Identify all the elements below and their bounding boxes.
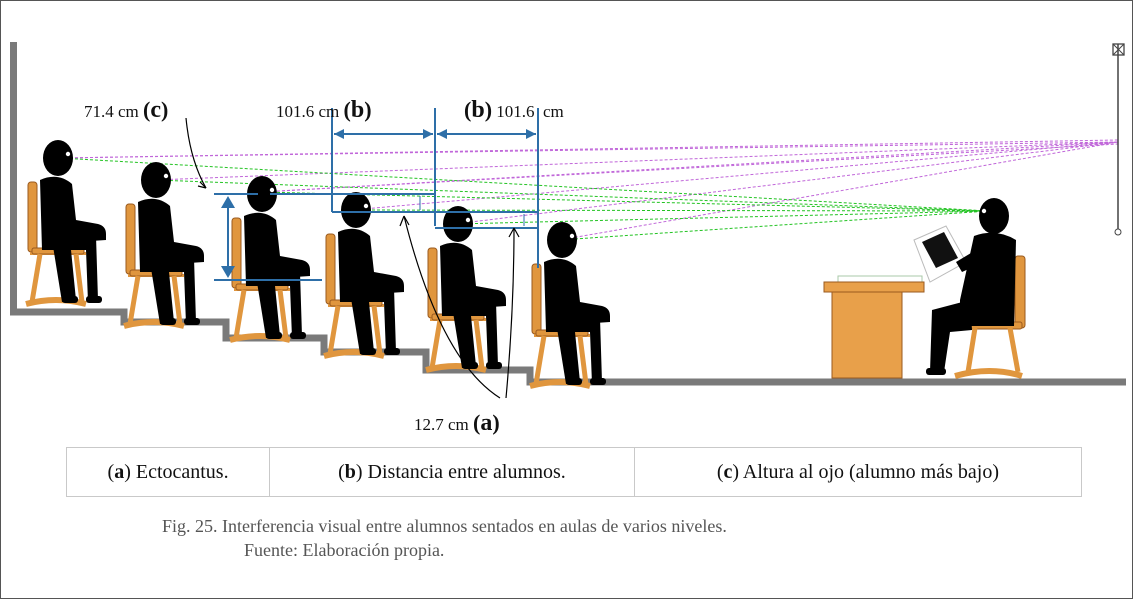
stepped-floor: [10, 308, 1126, 386]
student-row-5: [426, 206, 506, 370]
label-a-letter: a: [480, 410, 492, 436]
student-row-2: [124, 162, 204, 326]
student-row-1: [26, 140, 106, 304]
svg-text:101.6 cm (b): 101.6 cm (b): [276, 97, 372, 123]
svg-text:(b) 101.6 cm: (b) 101.6 cm: [464, 97, 564, 123]
caption-line-2: Fuente: Elaboración propia.: [244, 540, 445, 560]
board: [1112, 43, 1125, 236]
teacher: [913, 198, 1026, 379]
teacher-desk: [823, 275, 925, 379]
legend-table: (a) Ectocantus. (b) Distancia entre alum…: [65, 447, 1083, 497]
label-a-value: 12.7 cm: [414, 415, 469, 434]
back-wall: [10, 42, 17, 312]
sightlines-board: [59, 139, 1119, 241]
label-b2-value: 101.6 cm: [496, 102, 564, 121]
label-c-value: 71.4 cm: [84, 102, 139, 121]
legend-cell-c: (c) Altura al ojo (alumno más bajo): [633, 447, 1083, 497]
label-c-letter: c: [150, 97, 161, 123]
student-row-4: [324, 192, 404, 356]
dimension-lines: [214, 108, 539, 281]
leader-lines: [185, 117, 520, 399]
label-b2-letter: b: [471, 97, 484, 123]
label-b1-value: 101.6 cm: [276, 102, 339, 121]
svg-text:71.4 cm (c): 71.4 cm (c): [84, 97, 168, 123]
label-b1-letter: b: [351, 97, 364, 123]
legend-cell-a: (a) Ectocantus.: [65, 447, 271, 497]
caption-line-1: Fig. 25. Interferencia visual entre alum…: [162, 516, 727, 536]
student-row-3: [230, 176, 310, 340]
svg-text:12.7 cm (a): 12.7 cm (a): [414, 410, 500, 436]
student-row-6: [530, 222, 610, 386]
dimension-arrows: [221, 129, 536, 278]
legend-cell-b: (b) Distancia entre alumnos.: [269, 447, 635, 497]
